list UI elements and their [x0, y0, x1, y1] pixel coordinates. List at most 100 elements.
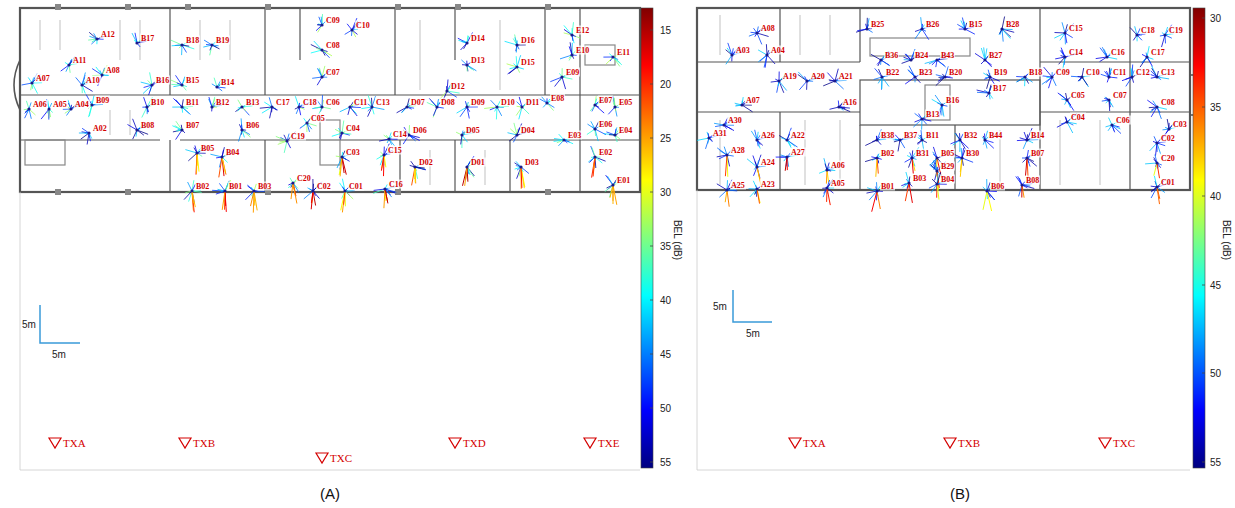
measurement-point: [90, 103, 93, 106]
beam-ray: [467, 107, 469, 119]
beam-ray: [210, 154, 222, 157]
point-label: B43: [940, 51, 955, 60]
beam-ray: [412, 167, 415, 185]
panel-caption: (B): [950, 485, 970, 502]
beam-ray: [1157, 77, 1169, 79]
beam-ray: [508, 67, 517, 74]
point-label: D10: [500, 98, 516, 107]
point-label: B32: [963, 131, 978, 140]
measurement-point: [593, 155, 596, 158]
beam-ray: [397, 107, 407, 113]
measurement-point: [47, 107, 50, 110]
measurement-point: [875, 189, 878, 192]
measurement-point: [311, 189, 314, 192]
measurement-point: [515, 43, 518, 46]
beam-ray: [467, 106, 478, 107]
measurement-point: [785, 138, 788, 141]
point-label: C19: [1168, 26, 1184, 35]
beam-ray: [798, 72, 807, 81]
beam-ray: [322, 14, 324, 25]
point-label: C08: [1160, 98, 1176, 107]
measurement-point: [180, 128, 183, 131]
beam-ray: [933, 147, 937, 158]
beam-ray: [1044, 67, 1052, 77]
point-label: B08: [1025, 176, 1040, 185]
point-label: B30: [965, 149, 980, 158]
point-label: B05: [940, 149, 955, 158]
point-label: E01: [616, 176, 631, 185]
point-label: A06: [830, 161, 846, 170]
measurement-point: [519, 165, 522, 168]
beam-ray: [251, 191, 255, 206]
measurement-point: [570, 33, 573, 36]
beam-ray: [284, 141, 287, 153]
beam-ray: [591, 146, 595, 157]
measurement-point: [983, 58, 986, 61]
point-label: B01: [228, 182, 243, 191]
measurement-point: [285, 139, 288, 142]
point-label: B14: [220, 78, 235, 87]
point-label: C02: [1160, 134, 1176, 143]
measurement-point: [985, 189, 988, 192]
measurement-point: [460, 133, 463, 136]
beam-ray: [757, 189, 760, 204]
beam-ray: [1147, 57, 1152, 66]
beam-ray: [767, 55, 775, 64]
beam-ray: [787, 140, 798, 147]
colorbar-tick: 20: [660, 79, 671, 90]
point-label: C05: [1070, 91, 1086, 100]
beam-ray: [1057, 122, 1067, 127]
beam-ray: [291, 183, 293, 199]
measurement-point: [593, 103, 596, 106]
point-label: B03: [257, 182, 272, 191]
point-label: B17: [992, 84, 1007, 93]
point-label: B04: [940, 175, 955, 184]
beam-ray: [960, 158, 962, 172]
measurement-point: [80, 83, 83, 86]
point-label: B16: [945, 96, 960, 105]
beam-ray: [1151, 187, 1157, 198]
point-label: B15: [968, 20, 983, 29]
point-label: E06: [598, 120, 613, 129]
point-label: A24: [760, 158, 776, 167]
measurement-point: [570, 53, 573, 56]
point-label: A11: [72, 56, 87, 65]
measurement-point: [190, 189, 193, 192]
measurement-point: [1155, 161, 1158, 164]
point-label: E11: [616, 48, 631, 57]
beam-ray: [176, 121, 182, 130]
measurement-point: [907, 181, 910, 184]
beam-ray: [242, 130, 251, 137]
point-label: B19: [993, 68, 1008, 77]
point-label: D13: [470, 56, 486, 65]
beam-ray: [313, 191, 316, 206]
point-label: C07: [325, 68, 341, 77]
point-label: D11: [525, 98, 540, 107]
point-label: B05: [200, 144, 215, 153]
transmitter-label: TXC: [1113, 437, 1135, 449]
beam-ray: [254, 191, 257, 210]
point-label: C03: [345, 148, 361, 157]
colorbar-tick: 50: [1210, 368, 1221, 379]
beam-ray: [747, 159, 757, 167]
beam-ray: [977, 90, 989, 93]
measurement-point: [180, 43, 183, 46]
beam-ray: [516, 56, 518, 67]
beam-ray: [604, 134, 615, 135]
beam-ray: [171, 40, 182, 45]
beam-ray: [176, 75, 183, 85]
beam-ray: [1154, 163, 1157, 176]
measurement-point: [1025, 138, 1028, 141]
beam-ray: [932, 99, 942, 105]
scale-label: 5m: [746, 328, 760, 339]
measurement-point: [785, 155, 788, 158]
point-label: C20: [296, 174, 312, 183]
measurement-point: [1080, 75, 1083, 78]
measurement-point: [722, 123, 725, 126]
beam-ray: [823, 81, 835, 86]
beam-ray: [983, 191, 987, 210]
point-label: C09: [325, 16, 341, 25]
point-label: A30: [727, 116, 743, 125]
beam-ray: [572, 22, 574, 35]
beam-ray: [415, 167, 417, 183]
